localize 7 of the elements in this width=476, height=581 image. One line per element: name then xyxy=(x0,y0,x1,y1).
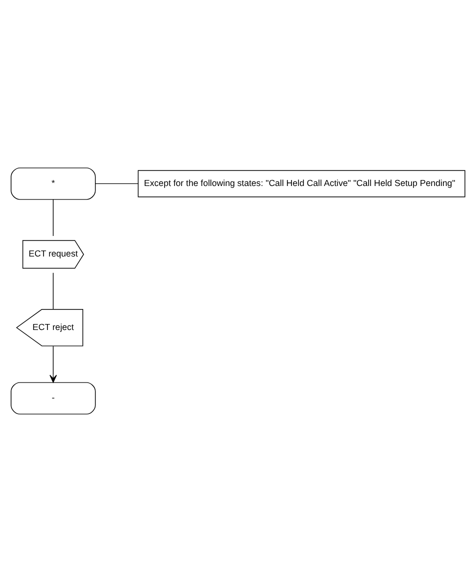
connector xyxy=(52,272,54,309)
arrow xyxy=(50,345,57,382)
connector xyxy=(95,182,138,184)
connector xyxy=(52,198,54,236)
node-box: Except for the following states: "Call Held Call Active" "Call Held Setup Pending" xyxy=(138,170,466,197)
node-box: * xyxy=(10,167,96,200)
node-box: - xyxy=(10,382,96,414)
